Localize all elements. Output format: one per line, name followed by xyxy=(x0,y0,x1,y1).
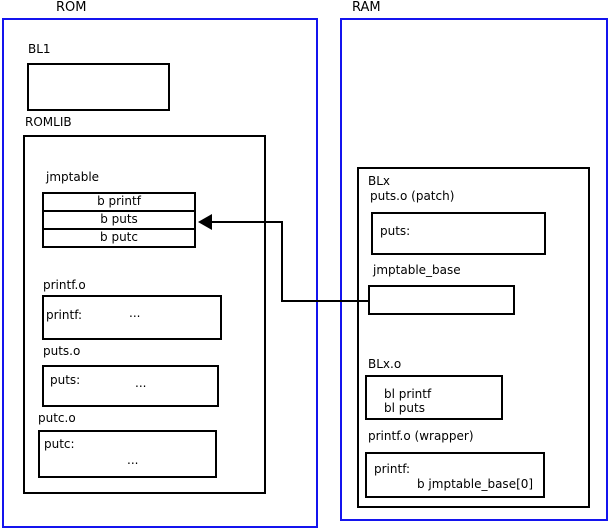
arrow-segment-vertical xyxy=(281,221,283,302)
putc-symbol: putc: xyxy=(44,437,75,451)
jmptable-row-b-printf: b printf xyxy=(42,192,196,212)
arrow-segment-from-jmptable-base xyxy=(281,300,369,302)
printf-wrapper-branch: b jmptable_base[0] xyxy=(417,477,534,491)
blx-o-label: BLx.o xyxy=(368,357,402,371)
puts-symbol: puts: xyxy=(50,373,81,387)
rom-container-box xyxy=(2,18,318,528)
romlib-box xyxy=(23,135,266,494)
jmptable-label: jmptable xyxy=(46,170,100,184)
puts-ellipsis: ... xyxy=(135,376,147,390)
blx-label: BLx xyxy=(368,174,391,188)
blx-box xyxy=(357,167,590,508)
printf-wrapper-symbol: printf: xyxy=(374,462,411,476)
bl1-box xyxy=(27,63,170,111)
puts-o-box: puts: ... xyxy=(42,365,219,407)
blx-o-line-bl-puts: bl puts xyxy=(384,401,425,415)
romlib-label: ROMLIB xyxy=(25,115,72,129)
jmptable-row-b-puts: b puts xyxy=(42,210,196,230)
puts-patch-symbol: puts: xyxy=(380,224,411,238)
printf-wrapper-label: printf.o (wrapper) xyxy=(368,429,474,443)
blx-o-box: bl printf bl puts xyxy=(365,375,503,420)
rom-title: ROM xyxy=(56,0,87,15)
arrow-head-left-icon xyxy=(198,214,212,230)
ram-container-box xyxy=(340,18,608,521)
jmptable-base-label: jmptable_base xyxy=(373,263,461,277)
jmptable-rows: b printf b puts b putc xyxy=(42,192,196,248)
arrow-segment-to-jmptable xyxy=(211,221,283,223)
printf-o-box: printf: ... xyxy=(42,295,222,340)
putc-ellipsis: ... xyxy=(127,453,139,467)
puts-patch-box: puts: xyxy=(371,212,546,255)
puts-patch-label: puts.o (patch) xyxy=(370,189,455,203)
printf-symbol: printf: xyxy=(46,308,83,322)
putc-o-box: putc: ... xyxy=(38,430,217,478)
jmptable-base-box xyxy=(368,285,515,315)
jmptable-row-b-putc: b putc xyxy=(42,228,196,248)
printf-wrapper-box: printf: b jmptable_base[0] xyxy=(365,452,545,498)
blx-o-line-bl-printf: bl printf xyxy=(384,387,432,401)
puts-o-label: puts.o xyxy=(43,344,81,358)
bl1-label: BL1 xyxy=(28,42,51,56)
printf-o-label: printf.o xyxy=(43,278,86,292)
ram-title: RAM xyxy=(352,0,381,15)
putc-o-label: putc.o xyxy=(38,411,76,425)
printf-ellipsis: ... xyxy=(129,306,141,320)
